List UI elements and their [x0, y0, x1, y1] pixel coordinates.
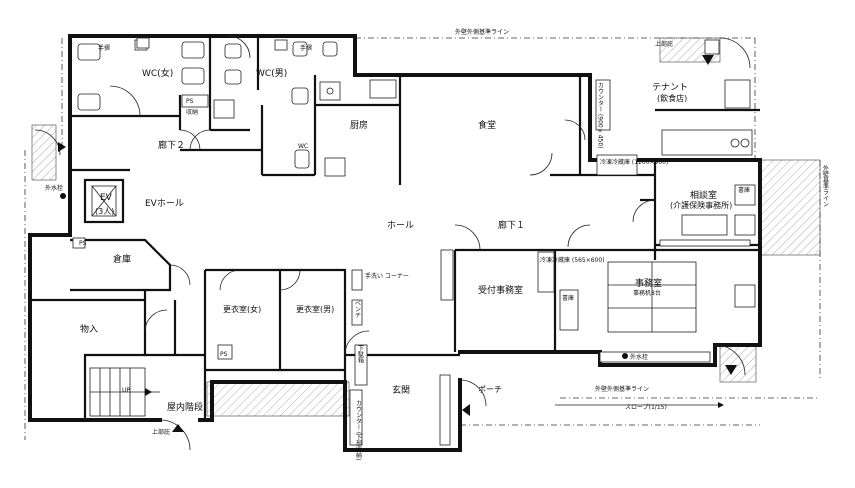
note-shelf: 書庫 — [562, 294, 574, 302]
label-hall: ホール — [387, 220, 414, 231]
note-up: UP — [122, 387, 130, 394]
note-outer-wall-top: 外壁外側基準ライン — [455, 28, 509, 36]
exit-arrow-icon — [462, 404, 470, 416]
label-dining: 食堂 — [478, 119, 496, 131]
label-wc-female: WC(女) — [142, 67, 173, 79]
outer-hatch-bottom — [206, 381, 350, 417]
note-top-floor: 上部庇 — [655, 40, 673, 48]
label-wc-male: WC(男) — [256, 68, 287, 79]
outer-hatch-left — [31, 124, 57, 181]
label-storeroom: 物入 — [80, 323, 98, 335]
note-labels: 外壁外側基準ライン 外壁外側基準ライン スロープ(1/15) 外水栓 外水栓 手… — [45, 28, 750, 436]
note-counter: カウンター (下部収納) — [355, 400, 362, 461]
label-corridor1: 廊下１ — [498, 219, 525, 231]
exit-arrow-icon — [702, 55, 714, 65]
note-bench: ベンチ — [354, 300, 361, 318]
vertical-notes: ベンチ カウンター (下部収納) 下駄箱 外壁基準ライン カウンター (900×… — [354, 82, 829, 461]
hydrant-icon — [60, 193, 66, 199]
note-handwash: 手洗い コーナー — [365, 272, 409, 280]
label-indoor-stairs: 屋内階段 — [167, 401, 203, 413]
label-consult-sub: (介護保険事務所) — [670, 200, 732, 210]
exit-arrow-icon — [58, 142, 66, 152]
note-bottom-floor: 上部庇 — [152, 428, 170, 436]
exit-arrow-icon — [172, 424, 184, 432]
note-hydrant-left: 外水栓 — [45, 184, 63, 192]
label-porch: ポーチ — [478, 385, 502, 394]
label-ev-capacity: (3人) — [95, 207, 114, 216]
label-tenant: テナント — [652, 82, 688, 93]
door-swings — [34, 35, 751, 451]
note-slope: スロープ(1/15) — [625, 404, 667, 411]
note-handrail: 手摺 — [98, 44, 110, 52]
note-fridge: 冷凍冷蔵庫 (1200×900) — [600, 158, 668, 166]
note-hydrant-bottom: 外水栓 — [630, 353, 648, 361]
label-wc-small: WC — [298, 143, 308, 150]
label-locker-m: 更衣室(男) — [296, 304, 334, 314]
stairs — [89, 367, 160, 417]
note-ps-locker: PS — [220, 351, 228, 358]
note-storage-small: 収納 — [186, 108, 198, 116]
reference-lines — [24, 37, 821, 440]
hatched-areas — [31, 37, 821, 417]
hydrant-icon — [622, 353, 628, 359]
fixtures — [72, 37, 756, 446]
outer-hatch-bottom-right — [719, 345, 757, 383]
label-office-sub: 事務机8台 — [633, 289, 661, 297]
label-reception: 受付事務室 — [478, 284, 523, 296]
label-ev: EV — [100, 193, 113, 203]
exit-arrows — [58, 55, 737, 432]
label-kitchen: 厨房 — [350, 119, 368, 131]
label-storage: 倉庫 — [113, 253, 131, 265]
label-tenant-sub: (飲食店) — [657, 93, 687, 103]
slope-arrow-icon — [718, 402, 724, 408]
label-consult: 相談室 — [690, 189, 717, 201]
outer-hatch-right — [759, 159, 821, 256]
label-entrance: 玄関 — [392, 384, 410, 396]
label-corridor2: 廊下２ — [158, 139, 185, 151]
note-handrail-male: 手摺 — [300, 44, 312, 52]
room-labels: WC(女) WC(男) 廊下２ EV (3人) EVホール 倉庫 物入 屋内階段… — [80, 67, 732, 413]
note-outer-wall-right: 外壁基準ライン — [822, 164, 829, 207]
note-shoe-storage: 下駄箱 — [357, 345, 364, 364]
label-ev-hall: EVホール — [145, 198, 184, 209]
label-locker-f: 更衣室(女) — [223, 304, 261, 314]
note-counter-tenant: カウンター (900×450) — [597, 82, 604, 149]
note-shelf-consult: 書庫 — [738, 186, 750, 194]
interior-walls — [30, 36, 760, 420]
exit-arrow-icon — [725, 365, 737, 375]
note-ps-wc: PS — [186, 98, 194, 105]
label-office: 事務室 — [635, 277, 662, 289]
note-ps: PS — [79, 240, 87, 247]
note-outer-wall-bottom: 外壁外側基準ライン — [595, 385, 649, 393]
note-fridge-office: 冷凍冷蔵庫 (565×600) — [540, 256, 605, 264]
